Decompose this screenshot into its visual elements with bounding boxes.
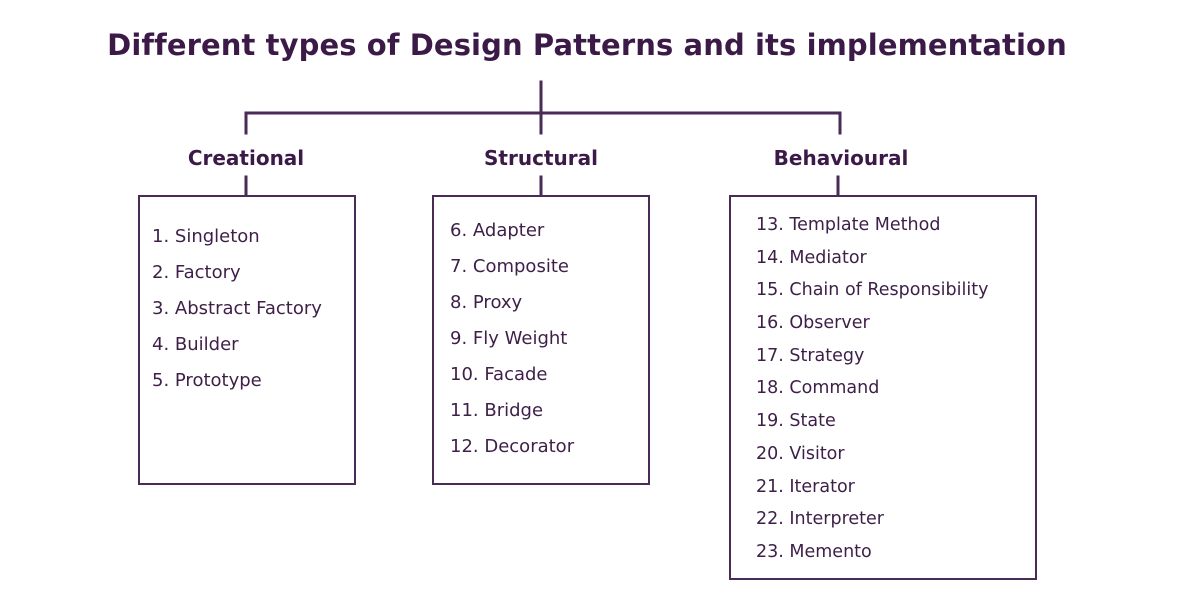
behavioural-patterns-box: 13. Template Method 14. Mediator 15. Cha… — [729, 195, 1037, 580]
pattern-item: 10. Facade — [450, 364, 548, 385]
pattern-item: 23. Memento — [756, 541, 872, 562]
pattern-item: 11. Bridge — [450, 400, 544, 421]
pattern-item: 8. Proxy — [450, 292, 523, 313]
pattern-item: 3. Abstract Factory — [152, 298, 322, 319]
pattern-item: 15. Chain of Responsibility — [756, 280, 989, 301]
pattern-item: 13. Template Method — [756, 215, 941, 235]
category-label-structural: Structural — [484, 146, 598, 170]
pattern-item: 17. Strategy — [756, 345, 865, 366]
pattern-item: 18. Command — [756, 378, 880, 399]
category-label-behavioural: Behavioural — [773, 146, 909, 170]
behavioural-pattern-list: 13. Template Method 14. Mediator 15. Cha… — [756, 213, 1035, 573]
pattern-item: 4. Builder — [152, 334, 239, 355]
pattern-item: 19. State — [756, 411, 836, 432]
diagram-title: Different types of Design Patterns and i… — [107, 28, 1067, 62]
pattern-item: 12. Decorator — [450, 436, 575, 457]
pattern-item: 16. Observer — [756, 313, 870, 334]
pattern-item: 9. Fly Weight — [450, 328, 568, 349]
structural-patterns-box: 6. Adapter 7. Composite 8. Proxy 9. Fly … — [432, 195, 650, 485]
creational-pattern-list: 1. Singleton 2. Factory 3. Abstract Fact… — [152, 225, 354, 405]
pattern-item: 5. Prototype — [152, 370, 262, 391]
pattern-item: 7. Composite — [450, 256, 569, 277]
pattern-item: 20. Visitor — [756, 443, 845, 464]
pattern-item: 21. Iterator — [756, 476, 855, 497]
pattern-item: 1. Singleton — [152, 226, 260, 247]
creational-patterns-box: 1. Singleton 2. Factory 3. Abstract Fact… — [138, 195, 356, 485]
pattern-item: 6. Adapter — [450, 220, 545, 241]
category-label-creational: Creational — [187, 146, 305, 170]
pattern-item: 2. Factory — [152, 262, 241, 283]
pattern-item: 22. Interpreter — [756, 509, 884, 530]
structural-pattern-list: 6. Adapter 7. Composite 8. Proxy 9. Fly … — [450, 219, 648, 471]
pattern-item: 14. Mediator — [756, 247, 867, 268]
